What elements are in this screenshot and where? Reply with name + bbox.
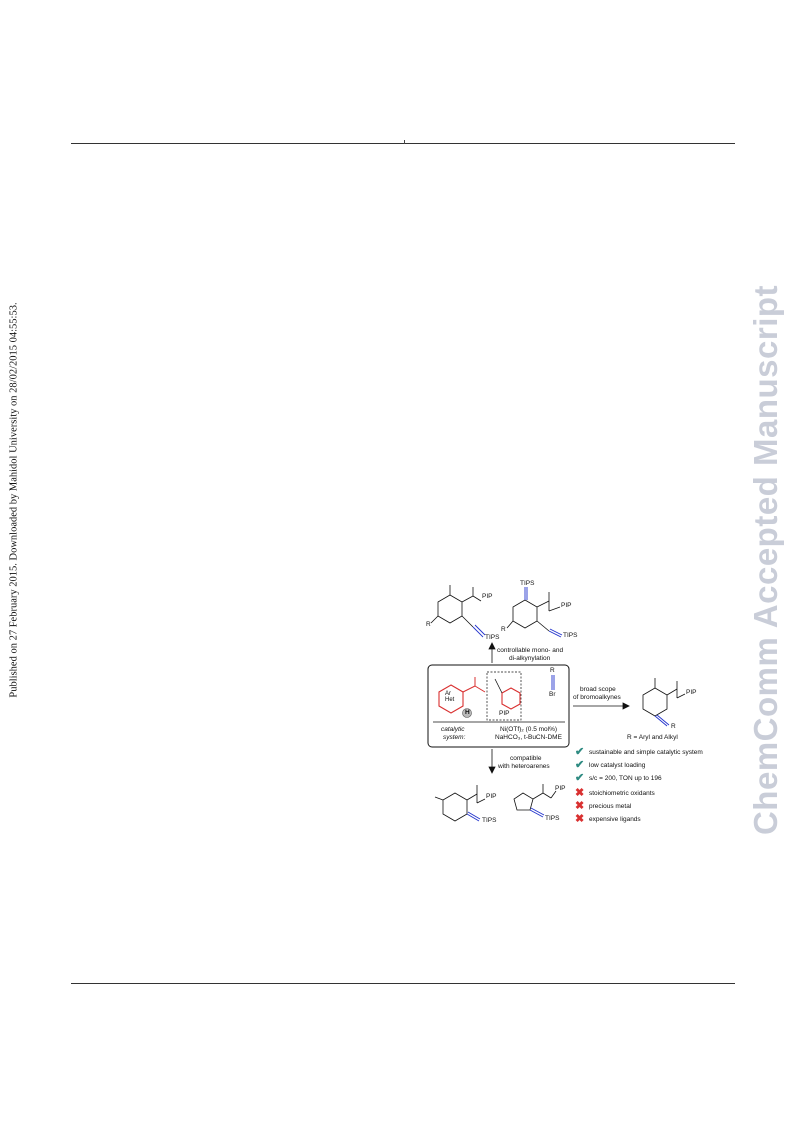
publication-margin-note: Published on 27 February 2015. Downloade… bbox=[8, 302, 20, 698]
di-product-r: R bbox=[501, 626, 506, 633]
thiophene-tips: TIPS bbox=[545, 815, 560, 822]
right-product-pip: PIP bbox=[686, 689, 697, 696]
di-product-pip: PIP bbox=[561, 602, 572, 609]
benefit-item: s/c = 200, TON up to 196 bbox=[589, 775, 662, 782]
benefit-item: sustainable and simple catalytic system bbox=[589, 749, 703, 756]
pip-dashed-box bbox=[486, 671, 522, 721]
di-product-ring bbox=[512, 599, 538, 629]
bromoalkyne-br: Br bbox=[549, 691, 556, 698]
check-icon: ✔ bbox=[575, 759, 585, 771]
di-product-tips-bottom: TIPS bbox=[563, 632, 578, 639]
pip-box-label: PIP bbox=[499, 710, 510, 717]
bottom-rule bbox=[71, 983, 735, 984]
top-arrow-label-line2: di-alkynylation bbox=[509, 655, 551, 662]
top-rule bbox=[71, 143, 735, 144]
benefit-item: stoichiometric oxidants bbox=[589, 790, 655, 797]
right-arrow-label-line2: of bromoalkynes bbox=[573, 694, 621, 701]
bromoalkyne-product-ring bbox=[642, 687, 668, 717]
bottom-left-tips: TIPS bbox=[482, 817, 497, 824]
thiophene-pip: PIP bbox=[555, 785, 566, 792]
top-product-pip: PIP bbox=[482, 593, 493, 600]
r-scope-note: R = Aryl and Alkyl bbox=[627, 734, 678, 741]
check-icon: ✔ bbox=[575, 772, 585, 784]
pyridine-ring bbox=[501, 687, 521, 710]
bromoalkyne-r: R bbox=[550, 667, 555, 674]
bottom-arrow-label-line2: with heteroarenes bbox=[498, 763, 550, 770]
mono-product-ring bbox=[437, 594, 463, 624]
cross-icon: ✖ bbox=[575, 787, 585, 799]
top-rule-center-tick bbox=[404, 140, 405, 144]
top-product-r: R bbox=[426, 621, 431, 628]
cross-icon: ✖ bbox=[575, 813, 585, 825]
top-arrow-label-line1: controllable mono- and bbox=[497, 647, 564, 654]
check-icon: ✔ bbox=[575, 746, 585, 758]
substrate-ar-het: Ar Het bbox=[445, 691, 455, 703]
benefit-item: expensive ligands bbox=[589, 816, 641, 823]
bottom-left-pip: PIP bbox=[486, 793, 497, 800]
di-product-tips-top: TIPS bbox=[520, 580, 535, 587]
top-product-tips: TIPS bbox=[485, 634, 500, 641]
benefit-item: low catalyst loading bbox=[589, 762, 646, 769]
catalytic-label-line2: system: bbox=[443, 734, 466, 741]
catalytic-label-line1: catalytic bbox=[441, 726, 465, 733]
conditions-line2: NaHCO₃, t-BuCN-DME bbox=[495, 734, 562, 741]
right-product-r: R bbox=[671, 723, 676, 730]
right-arrow-label-line1: broad scope bbox=[580, 686, 616, 693]
bottom-arrow-label-line1: compatible bbox=[510, 755, 542, 762]
benefit-item: precious metal bbox=[589, 803, 632, 810]
ch-bond-h: H bbox=[465, 709, 470, 716]
bottom-left-product-ring bbox=[442, 792, 468, 822]
catalytic-system-box bbox=[427, 664, 570, 748]
scheme-drawing bbox=[427, 585, 686, 822]
ch-bond-highlight bbox=[462, 708, 472, 718]
thiophene-product-ring bbox=[513, 792, 534, 811]
cross-icon: ✖ bbox=[575, 800, 585, 812]
graphical-abstract: PIP TIPS R TIPS PIP TIPS R controllable … bbox=[415, 565, 760, 840]
conditions-line1: Ni(OTf)₂ (0.5 mol%) bbox=[500, 726, 558, 733]
